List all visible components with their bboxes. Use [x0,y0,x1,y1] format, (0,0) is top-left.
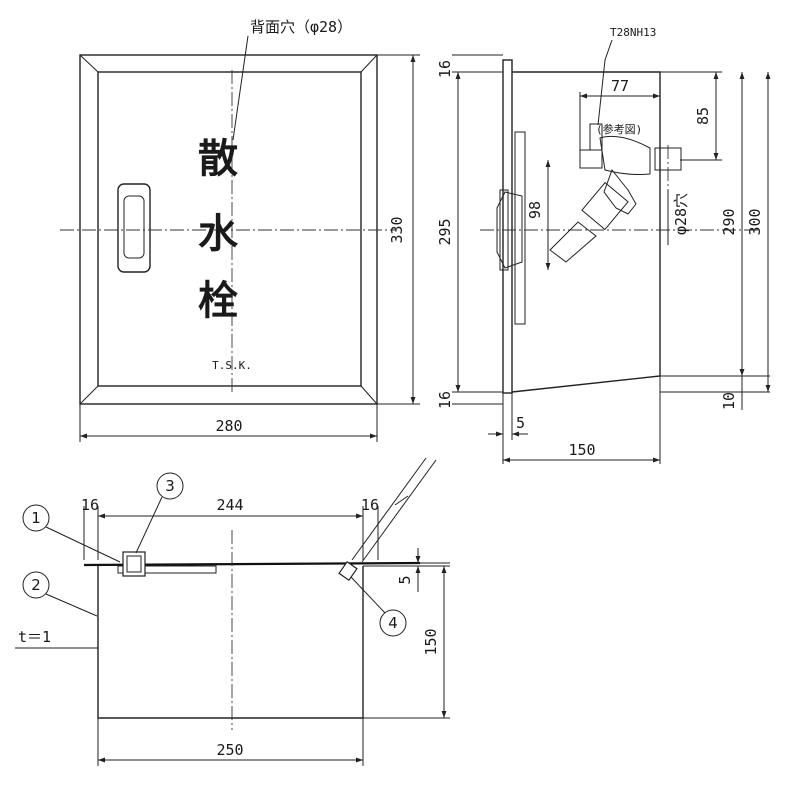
dim-290: 290 [720,208,738,235]
top-dim-16-left: 16 [81,496,99,514]
callout-1-label: 1 [31,509,41,527]
front-height-dim: 330 [388,216,406,243]
inner-frame [97,71,362,387]
callout-2-label: 2 [31,576,41,594]
dim-98: 98 [526,201,544,219]
dim-side-150: 150 [568,441,595,459]
top-dim-250: 250 [216,741,243,759]
dim-door-5: 5 [516,414,525,432]
dim-top-16: 16 [436,60,454,78]
reference-note: (参考図) [596,122,642,136]
callout-3 [156,472,184,500]
dim-10: 10 [720,392,738,410]
back-hole-note: 背面穴（φ28） [250,18,352,36]
front-view: 背面穴（φ28） 散 水 栓 T.S.K. 280 330 [60,18,420,442]
latch [338,560,358,582]
dim-295: 295 [436,218,454,245]
top-dim-244: 244 [216,496,243,514]
top-box [97,566,364,719]
faucet [549,123,682,263]
back-hole-leader [232,35,249,141]
top-dim-150: 150 [422,628,440,655]
callout-3-label: 3 [165,477,175,495]
callout-4 [379,609,407,637]
maker-mark: T.S.K. [212,359,252,372]
label-char-3: 栓 [198,278,238,324]
top-dim-16-right: 16 [361,496,379,514]
top-dim-5: 5 [396,575,414,584]
hole-note: φ28穴 [672,193,690,235]
callout-1 [22,504,50,532]
label-char-2: 水 [198,211,239,257]
hinge [122,551,146,577]
dim-85: 85 [694,107,712,125]
outer-frame [79,54,378,405]
dim-77: 77 [611,77,629,95]
side-door [502,59,513,394]
dim-bottom-16: 16 [436,391,454,409]
door-handle [117,183,151,273]
front-width-dim: 280 [215,417,242,435]
thickness-note: t＝1 [18,628,51,646]
label-char-1: 散 [198,136,238,182]
top-view: 16 244 16 150 5 250 t＝1 1 2 3 4 [15,457,450,766]
callout-4-label: 4 [388,614,398,632]
dim-300: 300 [746,208,764,235]
faucet-model: T28NH13 [610,26,656,39]
side-view: T28NH13 (参考図) 77 85 98 φ28穴 290 300 10 [436,26,771,464]
side-box [511,71,661,393]
callout-2 [22,571,50,599]
